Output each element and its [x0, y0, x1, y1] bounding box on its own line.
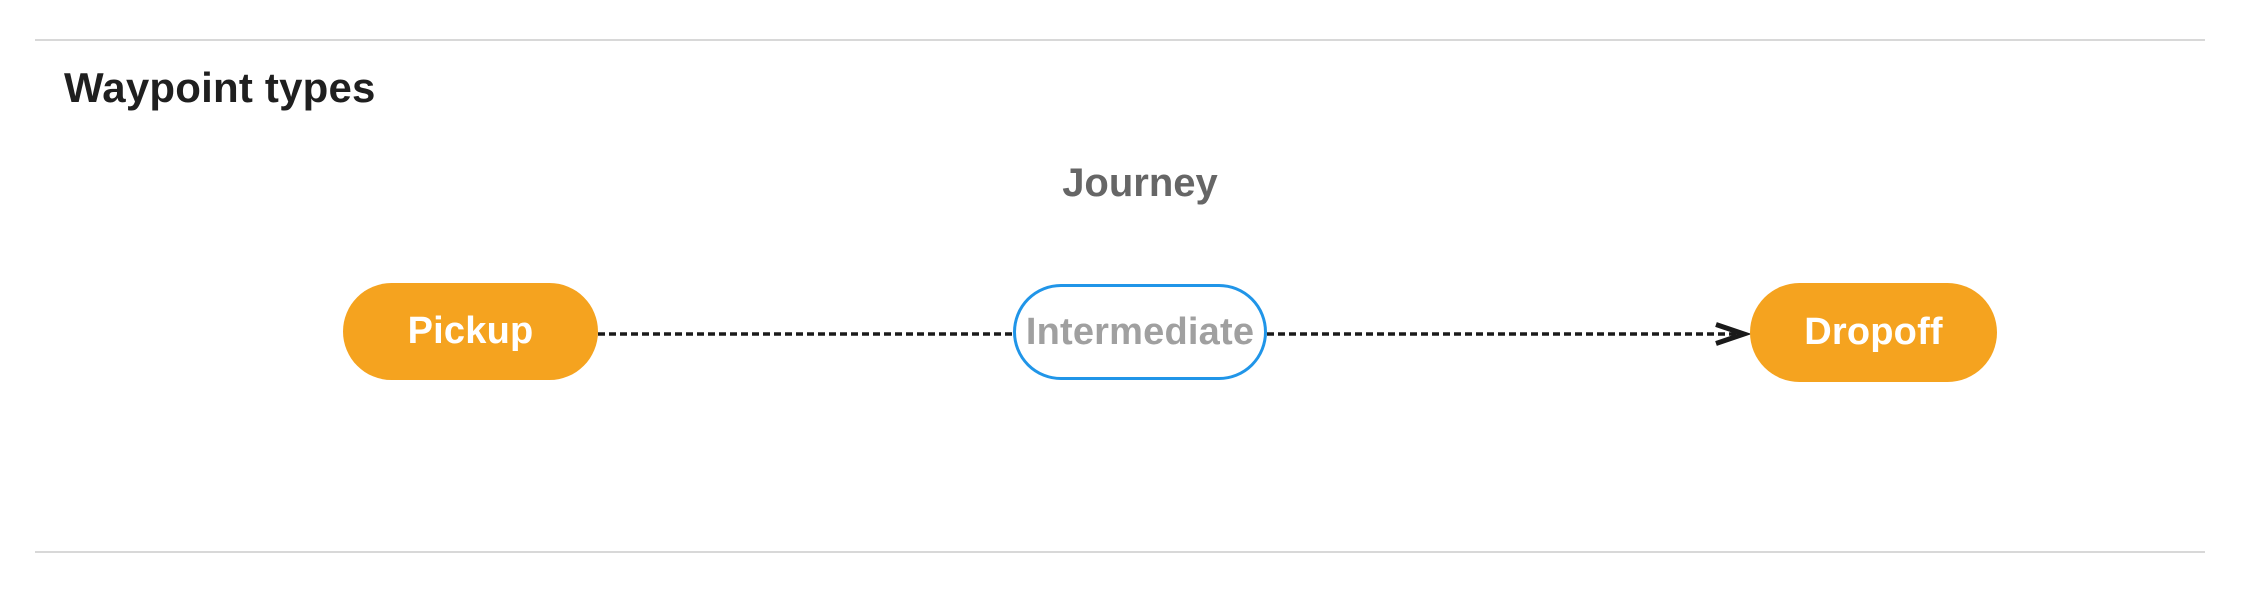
node-intermediate: Intermediate [1013, 284, 1267, 380]
top-divider [35, 39, 2205, 41]
node-pickup-label: Pickup [407, 310, 534, 352]
page-title: Waypoint types [64, 64, 376, 111]
arrowhead-icon [1715, 322, 1752, 346]
node-pickup: Pickup [343, 283, 598, 380]
node-dropoff-label: Dropoff [1804, 311, 1943, 353]
node-intermediate-label: Intermediate [1025, 310, 1255, 353]
journey-group-label: Journey [1062, 161, 1218, 205]
node-dropoff: Dropoff [1750, 283, 1997, 382]
bottom-divider [35, 551, 2205, 553]
